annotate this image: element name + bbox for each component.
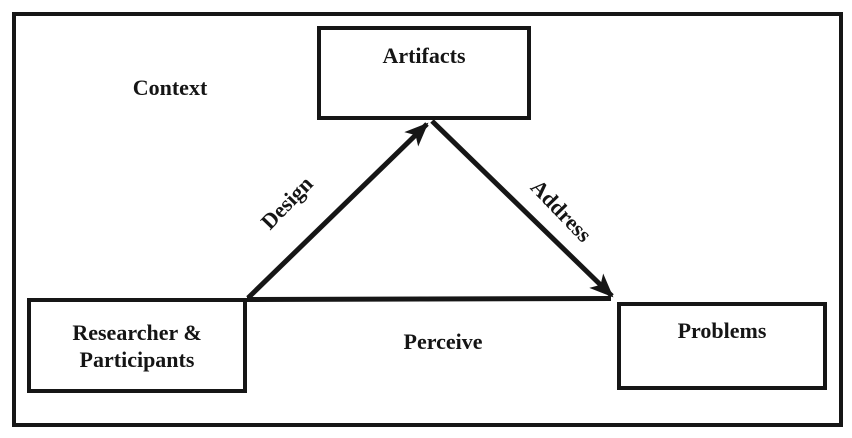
node-researcher-label-line2: Participants	[79, 346, 195, 372]
perceive-line	[246, 296, 612, 302]
node-researcher-participants: Researcher & Participants	[27, 298, 247, 393]
perceive-edge-label: Perceive	[403, 329, 483, 354]
node-problems: Problems	[617, 302, 827, 390]
node-artifacts: Artifacts	[317, 26, 531, 120]
context-label: Context	[132, 75, 208, 100]
address-arrow	[430, 119, 614, 298]
design-arrow	[246, 122, 429, 300]
node-artifacts-label: Artifacts	[382, 43, 466, 68]
node-problems-label: Problems	[677, 318, 767, 343]
node-researcher-label-line1: Researcher &	[72, 319, 202, 345]
diagram-outer-frame	[12, 12, 843, 427]
